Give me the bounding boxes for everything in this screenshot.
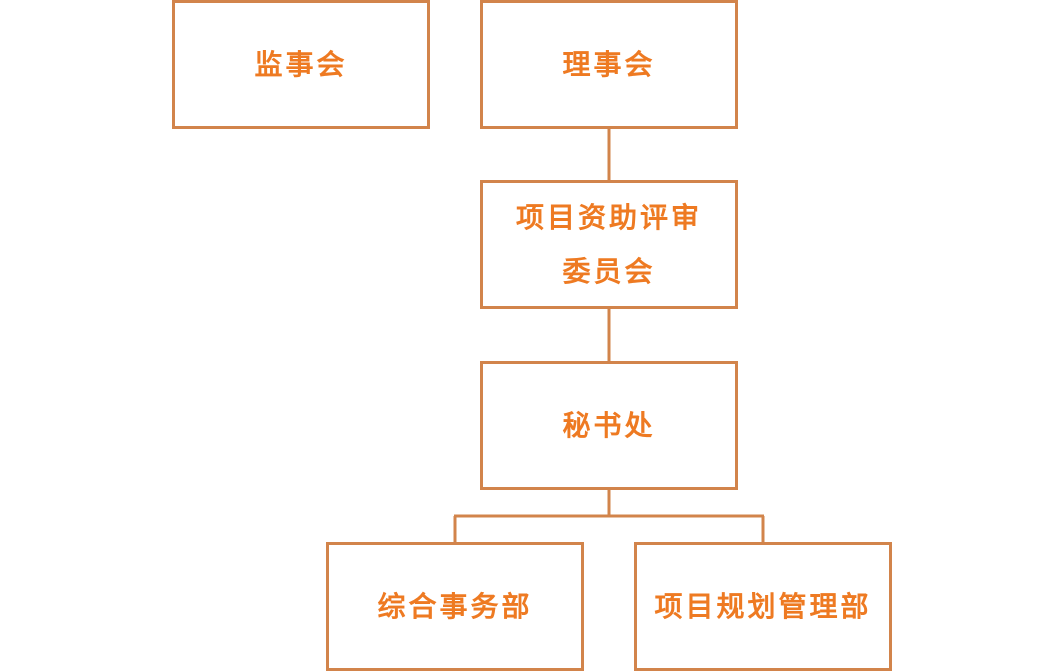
review-committee-box: 项目资助评审 委员会 (480, 180, 738, 309)
board-of-directors-label: 理事会 (562, 47, 656, 81)
supervisory-board-label: 监事会 (254, 47, 348, 81)
board-of-directors-box: 理事会 (480, 0, 738, 129)
general-affairs-dept-label: 综合事务部 (377, 589, 533, 623)
secretariat-box: 秘书处 (480, 361, 738, 490)
supervisory-board-box: 监事会 (172, 0, 430, 129)
secretariat-label: 秘书处 (562, 408, 656, 442)
review-committee-label-line1: 项目资助评审 (515, 200, 702, 234)
review-committee-label-line2: 委员会 (562, 254, 656, 288)
general-affairs-dept-box: 综合事务部 (326, 542, 584, 671)
project-planning-dept-label: 项目规划管理部 (654, 589, 872, 623)
project-planning-dept-box: 项目规划管理部 (634, 542, 892, 671)
